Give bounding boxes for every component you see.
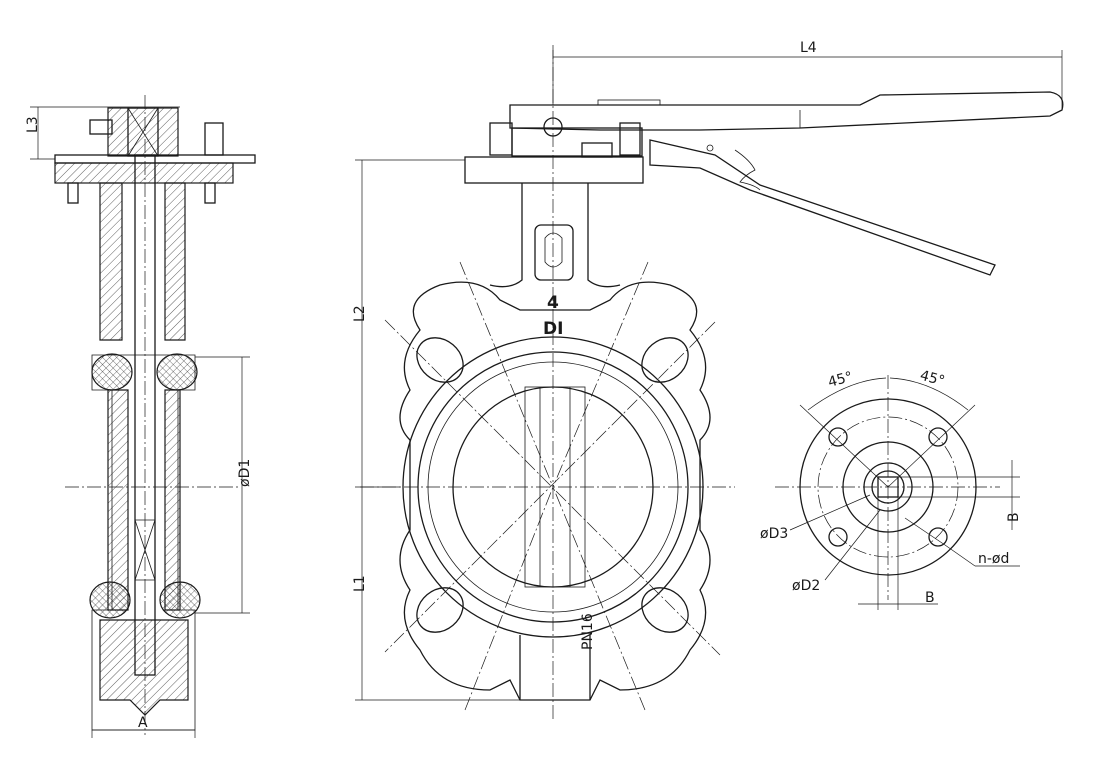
angle-left: 45°	[826, 369, 854, 391]
label-d2: øD2	[792, 578, 820, 594]
label-b-horizontal: B	[925, 590, 935, 606]
body-size-marking: 4	[547, 293, 559, 313]
body-material-marking: DI	[543, 319, 563, 339]
front-view: L4 4 DI	[352, 40, 1064, 722]
angle-right: 45°	[918, 368, 946, 390]
label-d3: øD3	[760, 526, 788, 542]
label-a: A	[138, 715, 148, 731]
label-l4: L4	[800, 40, 817, 56]
side-view: L3 øD1 A	[25, 95, 256, 738]
label-l1: L1	[352, 575, 368, 592]
label-l3: L3	[25, 116, 41, 133]
pressure-rating-marking: PN16	[580, 613, 596, 650]
label-l2: L2	[352, 305, 368, 322]
label-b-vertical: B	[1006, 512, 1022, 522]
flange-view: 45° 45° øD3 øD2 n-ød B B	[760, 368, 1022, 610]
label-bolt-holes: n-ød	[978, 551, 1009, 567]
label-d1: øD1	[237, 459, 253, 487]
